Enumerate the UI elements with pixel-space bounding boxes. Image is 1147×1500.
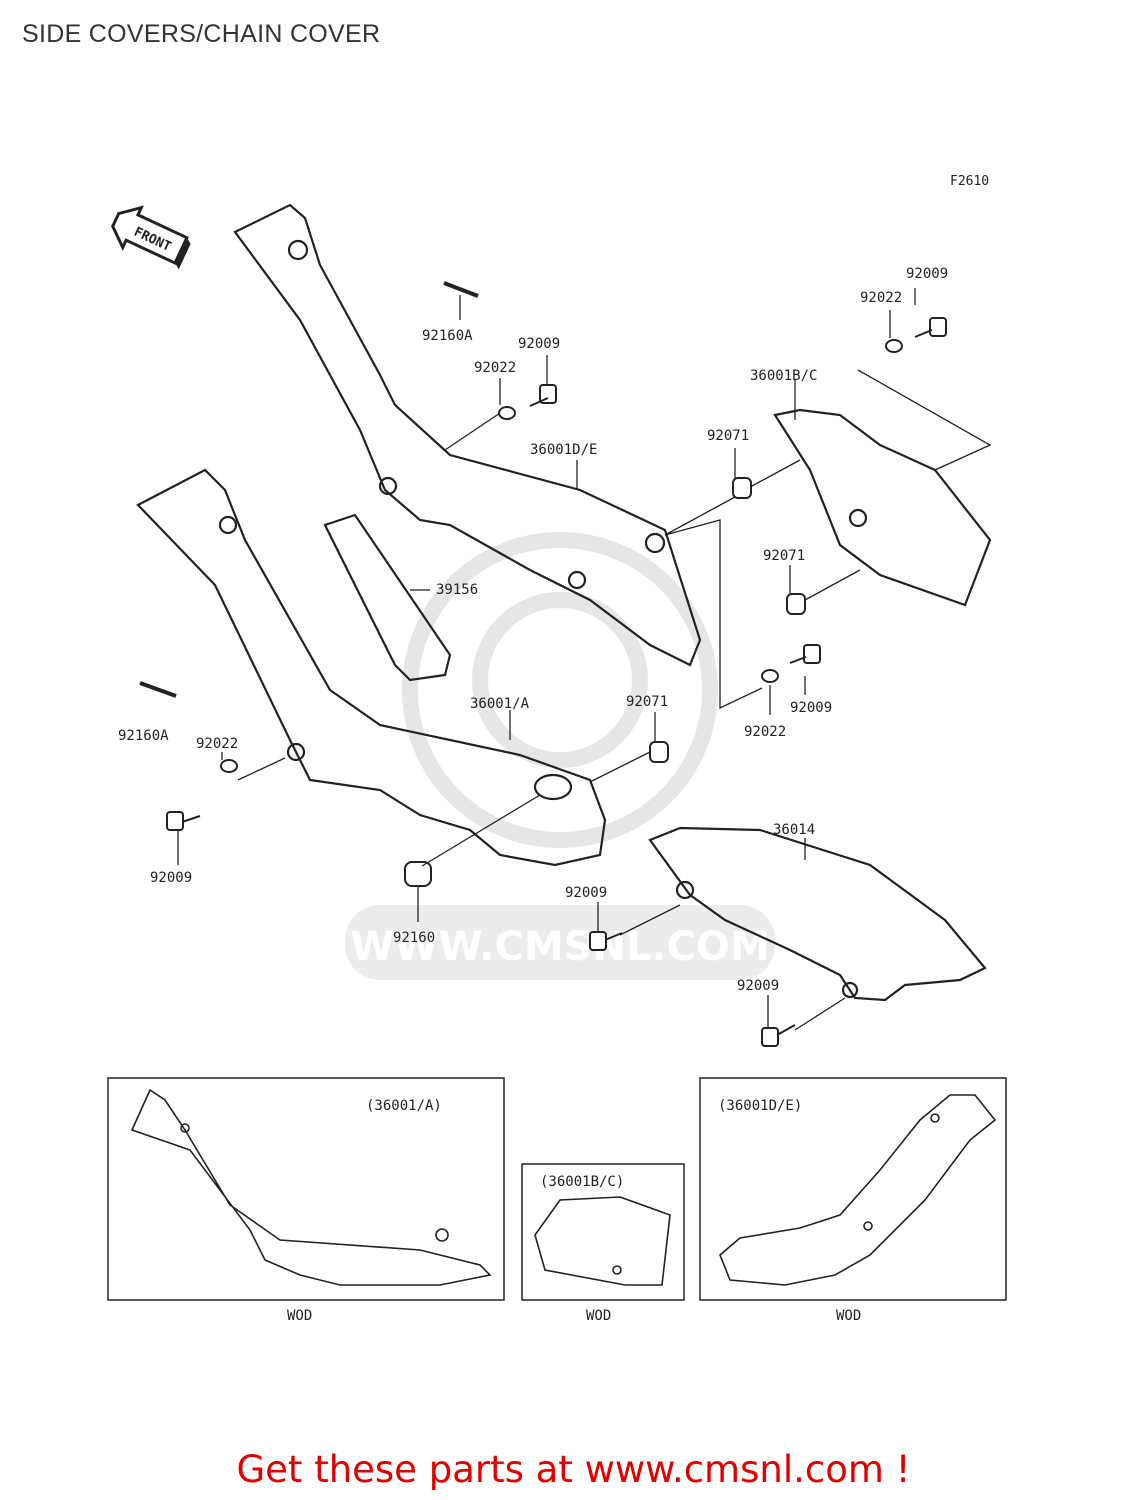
- part-label-92160: 92160: [393, 930, 435, 946]
- inset-box-36001DE: [699, 1077, 1007, 1301]
- part-label-92071: 92071: [763, 548, 805, 564]
- part-label-92160A: 92160A: [118, 728, 169, 744]
- part-label-92071: 92071: [707, 428, 749, 444]
- part-label-36001A: 36001/A: [470, 696, 530, 712]
- side-cover-left-outline: [136, 468, 607, 867]
- part-label-92009: 92009: [518, 336, 560, 352]
- inset-caption-wod: WOD: [287, 1308, 312, 1324]
- part-label-36014: 36014: [773, 822, 815, 838]
- figure-code: F2610: [950, 174, 989, 189]
- inset-box-36001BC: [521, 1163, 685, 1301]
- watermark-text: WWW.CMSNL.COM: [350, 924, 770, 970]
- part-label-92022: 92022: [196, 736, 238, 752]
- grommet-icon: [404, 861, 432, 887]
- inset-part-36001DE: [719, 1094, 997, 1286]
- watermark-logo: [345, 532, 775, 980]
- part-label-92022: 92022: [744, 724, 786, 740]
- part-label-92009: 92009: [150, 870, 192, 886]
- bolt-icon: [166, 811, 201, 831]
- rear-cover-outline: [773, 408, 992, 607]
- inset-part-36001BC: [534, 1196, 671, 1286]
- part-label-92009: 92009: [565, 885, 607, 901]
- inset-label-36001BC: (36001B/C): [540, 1174, 624, 1190]
- footer-promo-link[interactable]: Get these parts at www.cmsnl.com !: [236, 1448, 911, 1491]
- part-label-36001DE: 36001D/E: [530, 442, 597, 458]
- grommet-icon: [649, 741, 669, 763]
- grommet-icon: [732, 477, 752, 499]
- side-cover-right-outline: [233, 203, 702, 667]
- inset-label-36001A: (36001/A): [366, 1098, 442, 1114]
- bolt-icon: [789, 644, 821, 664]
- side-cover-inner-plate: [323, 513, 452, 682]
- washer-icon: [220, 759, 238, 773]
- washer-icon: [761, 669, 779, 683]
- washer-icon: [498, 406, 516, 420]
- bolt-icon: [529, 384, 557, 407]
- exploded-parts-diagram: WWW.CMSNL.COM F2610 FRONT: [107, 174, 1007, 1324]
- pin-icon: [443, 281, 479, 298]
- part-label-36001BC: 36001B/C: [750, 368, 817, 384]
- part-label-39156: 39156: [436, 582, 478, 598]
- part-label-92022: 92022: [860, 290, 902, 306]
- page-title: SIDE COVERS/CHAIN COVER: [22, 20, 381, 48]
- leader-lines: [177, 288, 992, 1031]
- chain-cover-outline: [648, 826, 987, 1002]
- part-label-92009: 92009: [906, 266, 948, 282]
- part-label-92009: 92009: [790, 700, 832, 716]
- bolt-icon: [761, 1024, 796, 1047]
- inset-caption-wod: WOD: [586, 1308, 611, 1324]
- inset-label-36001DE: (36001D/E): [718, 1098, 802, 1114]
- washer-icon: [885, 339, 903, 353]
- front-arrow-icon: FRONT: [111, 205, 191, 270]
- part-label-92071: 92071: [626, 694, 668, 710]
- inset-part-36001A: [130, 1088, 492, 1286]
- part-label-92009: 92009: [737, 978, 779, 994]
- part-label-92022: 92022: [474, 360, 516, 376]
- inset-caption-wod: WOD: [836, 1308, 861, 1324]
- part-label-92160A: 92160A: [422, 328, 473, 344]
- inset-box-36001A: [107, 1077, 505, 1301]
- grommet-icon: [786, 593, 806, 615]
- bolt-icon: [914, 317, 947, 338]
- pin-icon: [139, 681, 177, 698]
